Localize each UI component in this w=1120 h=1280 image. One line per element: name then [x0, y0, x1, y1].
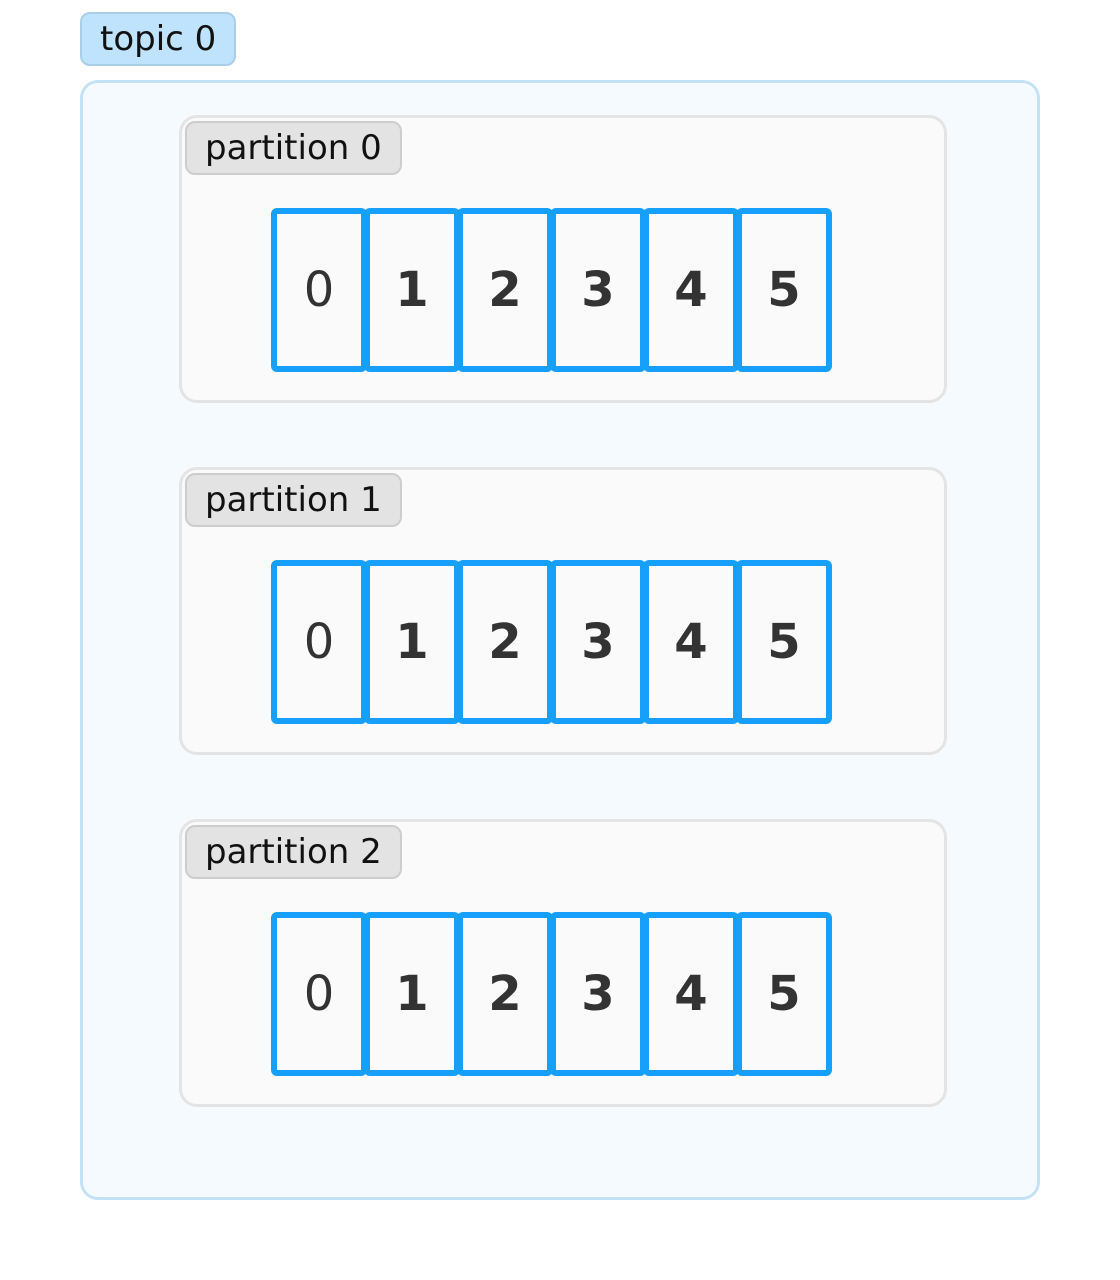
- offset-cell: 3: [550, 208, 646, 372]
- offset-cell: 4: [643, 912, 739, 1076]
- offset-cell: 5: [736, 208, 832, 372]
- offset-cell: 3: [550, 560, 646, 724]
- offset-row: 0 1 2 3 4 5: [271, 208, 832, 372]
- offset-cell: 5: [736, 912, 832, 1076]
- offset-cell: 1: [364, 912, 460, 1076]
- offset-cell: 0: [271, 208, 367, 372]
- offset-cell: 0: [271, 912, 367, 1076]
- offset-cell: 1: [364, 560, 460, 724]
- partition-label: partition 1: [185, 473, 402, 527]
- partition-0: partition 0 0 1 2 3 4 5: [179, 115, 947, 403]
- offset-cell: 2: [457, 560, 553, 724]
- partition-label: partition 2: [185, 825, 402, 879]
- offset-cell: 3: [550, 912, 646, 1076]
- partition-2: partition 2 0 1 2 3 4 5: [179, 819, 947, 1107]
- offset-cell: 2: [457, 208, 553, 372]
- offset-cell: 0: [271, 560, 367, 724]
- offset-cell: 2: [457, 912, 553, 1076]
- offset-row: 0 1 2 3 4 5: [271, 560, 832, 724]
- partition-1: partition 1 0 1 2 3 4 5: [179, 467, 947, 755]
- offset-cell: 4: [643, 208, 739, 372]
- offset-cell: 1: [364, 208, 460, 372]
- partition-label: partition 0: [185, 121, 402, 175]
- topic-container: partition 0 0 1 2 3 4 5 partition 1 0 1 …: [80, 80, 1040, 1200]
- offset-cell: 4: [643, 560, 739, 724]
- offset-row: 0 1 2 3 4 5: [271, 912, 832, 1076]
- topic-label: topic 0: [80, 12, 237, 66]
- offset-cell: 5: [736, 560, 832, 724]
